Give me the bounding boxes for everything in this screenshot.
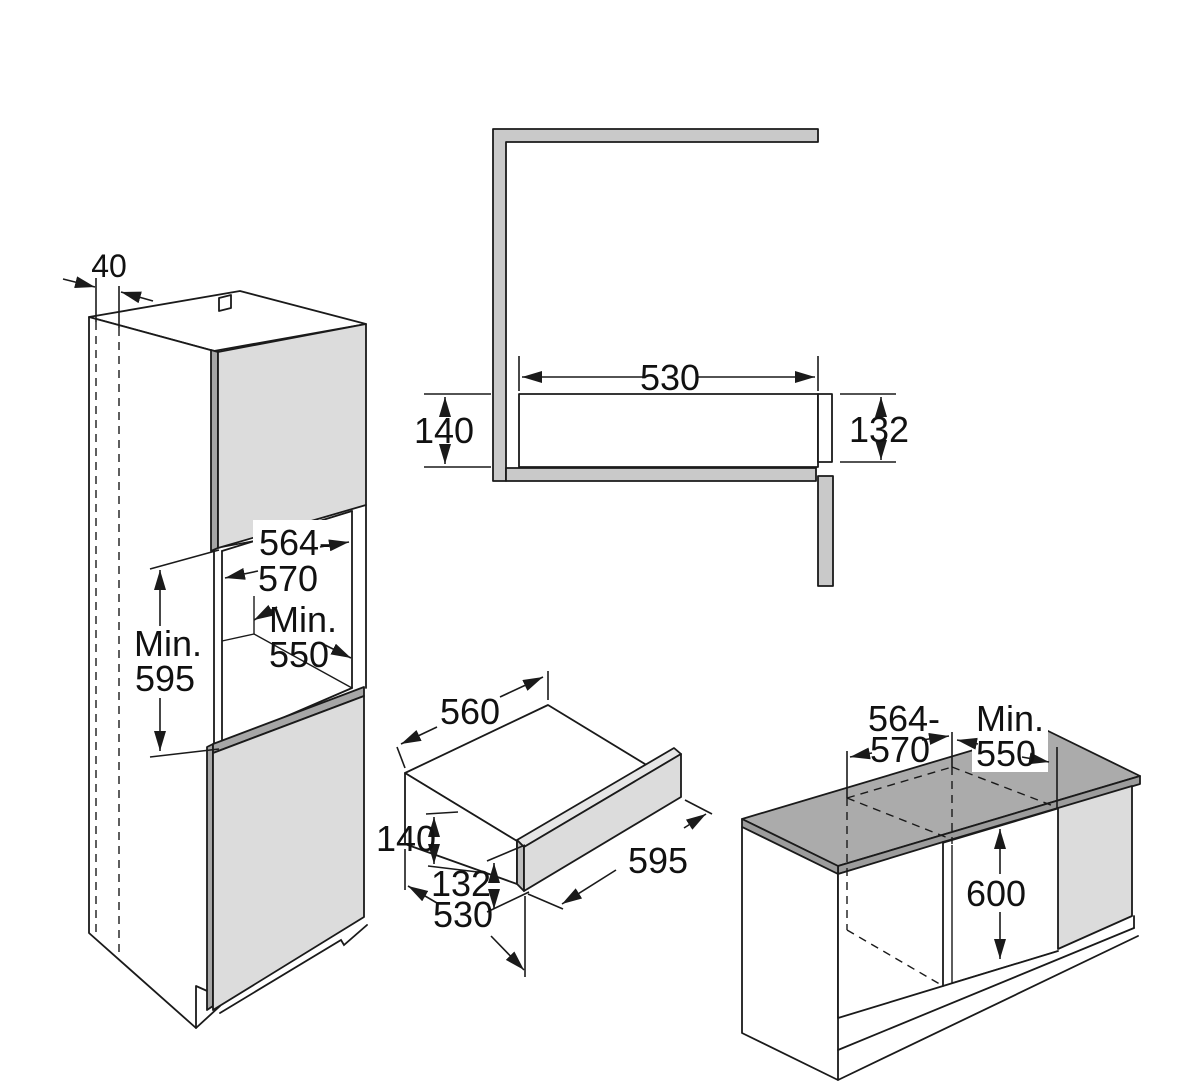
dim564-arrow-right	[319, 539, 350, 552]
dim595d-arrow-right	[683, 813, 707, 830]
hidden-niche-back	[846, 766, 953, 799]
dim40-arrow-right	[120, 291, 154, 304]
dim595d-ext-left	[527, 893, 564, 910]
dim595-ext-bottom	[149, 748, 220, 758]
dim-label-drawer-front-width: 595	[628, 840, 688, 881]
dim140d-ext-bottom	[427, 865, 487, 874]
front-below-stub	[817, 475, 834, 587]
dim564-arrow-left	[224, 567, 259, 580]
cabinet-back-lip	[218, 294, 232, 312]
dim-label-drawer-front-height: 132	[431, 863, 491, 904]
niche-wall	[492, 128, 819, 482]
dim550-arrow-right	[324, 643, 352, 659]
dim-label-niche-height-1: Min.	[134, 623, 202, 664]
base-niche-top-edge	[942, 807, 1059, 843]
base-left-front	[837, 841, 944, 1019]
drawer-front-panel	[523, 753, 682, 892]
dim-label-niche-height-2: 595	[135, 658, 195, 699]
plinth-bottom-line	[219, 924, 368, 1014]
base-niche-floor-edge	[951, 950, 1059, 984]
dim-label-cs-depth: 530	[640, 357, 700, 398]
plinth-top-edge	[837, 927, 1135, 1051]
dim-label-niche-width-2: 570	[258, 558, 318, 599]
dim-label-base-width-1: 564-	[868, 698, 940, 739]
drawer-front-section	[817, 393, 833, 463]
dim550b-arrow-right	[1021, 752, 1050, 765]
dim-label-drawer-width: 560	[440, 691, 500, 732]
plinth-notch-line	[195, 1005, 221, 1029]
dim530d-arrow-right	[490, 935, 525, 971]
dim-label-cs-front-height: 132	[849, 409, 909, 450]
base-right-front	[1057, 785, 1133, 950]
upper-door-edge	[210, 349, 219, 552]
hidden-niche-right	[951, 766, 1057, 808]
dim595-ext-top	[149, 549, 220, 570]
dim-label-base-width-2: 570	[870, 729, 930, 770]
dim530d-arrow-left	[407, 885, 438, 904]
warming-drawer-diagram: 560 140 132 530 595	[376, 671, 713, 977]
dim40-arrow-left	[62, 276, 96, 288]
hidden-niche-floor	[846, 929, 944, 987]
dim-label-base-height: 600	[966, 873, 1026, 914]
niche-floor-back-edge	[221, 633, 255, 642]
dim550-arrow-left	[253, 604, 278, 621]
dim560-ext-left	[396, 746, 406, 769]
dim595d-arrow-left	[561, 869, 617, 905]
niche-back-top-edge	[221, 540, 255, 548]
tall-cabinet-diagram: 40 564- 570 Min. 550 Min. 595	[62, 248, 368, 1029]
dim140d-ext-top	[425, 811, 459, 815]
dim-label-cs-height: 140	[414, 410, 474, 451]
dim-label-drawer-depth: 530	[433, 894, 493, 935]
dim560-arrow-right	[499, 676, 544, 698]
dim550b-arrow-left	[956, 737, 979, 750]
dim-label-drawer-height: 140	[376, 818, 436, 859]
dim-label-rear-gap: 40	[91, 248, 127, 284]
plinth-bottom-edge	[837, 935, 1139, 1081]
dim564b-arrow-right	[921, 732, 950, 745]
dim-label-bg	[253, 520, 337, 596]
cross-section-diagram: 530 140 132	[414, 128, 909, 587]
lower-door-panel	[212, 695, 365, 1011]
dim-label-base-depth-2: 550	[976, 733, 1036, 774]
dim-label-niche-width-1: 564-	[259, 522, 331, 563]
base-cabinet-diagram: 564- 570 Min. 550 600	[741, 698, 1141, 1081]
niche-bottom-wall	[505, 467, 817, 482]
dim-label-niche-depth-1: Min.	[269, 599, 337, 640]
drawer-body-section	[518, 393, 819, 468]
dim132d-ext-top	[486, 844, 526, 862]
dim-label-niche-depth-2: 550	[269, 634, 329, 675]
dim-label-base-depth-1: Min.	[976, 698, 1044, 739]
dim564b-arrow-left	[849, 747, 873, 760]
hidden-niche-front	[846, 797, 949, 839]
niche-floor-right-edge	[253, 633, 353, 689]
dim-label-bg	[967, 874, 1027, 910]
dim560-arrow-left	[400, 726, 438, 745]
dim595d-ext-right	[684, 799, 713, 815]
